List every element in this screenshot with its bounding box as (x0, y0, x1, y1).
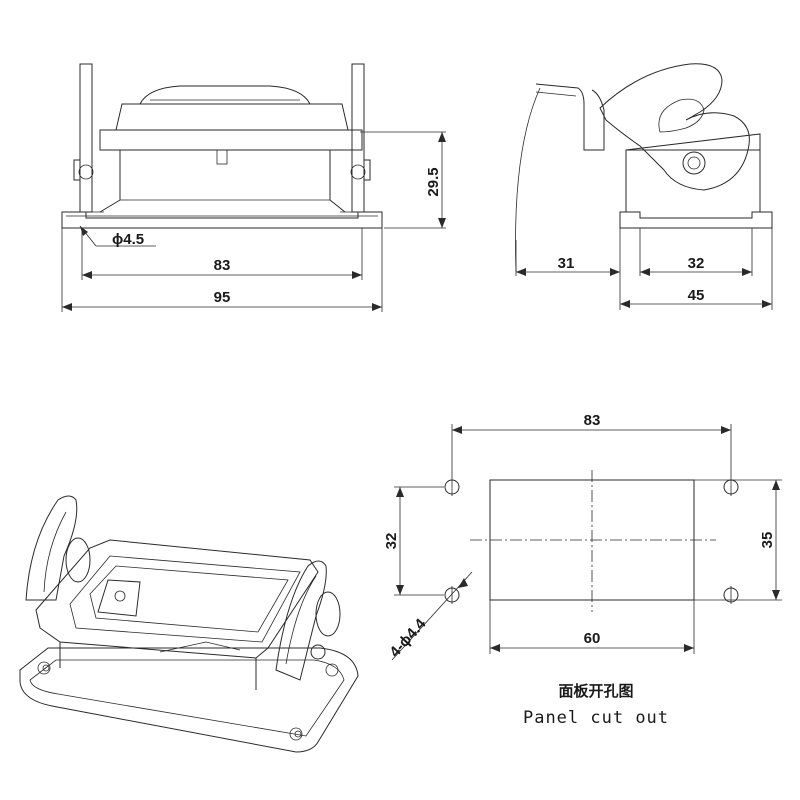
panel-cutout-view: 83 32 35 60 4-ϕ4.4 面板开孔图 Panel cut out (383, 412, 782, 728)
front-top-dome (139, 85, 311, 105)
iso-housing (35, 539, 319, 659)
cutout-height-label: 35 (759, 532, 776, 549)
front-overall-width-label: 95 (214, 289, 231, 306)
front-base-plate (61, 211, 383, 229)
caption-chinese: 面板开孔图 (558, 682, 633, 700)
side-lever-arc (515, 87, 541, 273)
front-view: 29.5 ϕ4.5 83 95 (61, 63, 446, 312)
side-housing-body (625, 149, 761, 212)
front-height-label: 29.5 (425, 167, 442, 196)
cutout-hole-leader (391, 571, 473, 661)
isometric-view (19, 495, 359, 753)
iso-contact-block (97, 579, 141, 617)
iso-left-lever (25, 495, 78, 601)
iso-right-lever (275, 560, 327, 681)
side-base-plate (619, 211, 773, 229)
side-mount-pitch-label: 32 (688, 255, 705, 272)
side-view: 31 32 45 (515, 63, 773, 310)
side-pivot-pin (682, 151, 706, 175)
front-left-lever (79, 63, 93, 213)
side-offset-label: 31 (558, 255, 575, 272)
side-depth-label: 45 (688, 287, 705, 304)
caption-english: Panel cut out (523, 708, 669, 728)
front-inner-width-label: 83 (214, 257, 231, 274)
front-hole-label: ϕ4.5 (112, 231, 144, 248)
cutout-hole-pitch-x-label: 83 (584, 412, 601, 429)
front-center-stud (216, 149, 228, 165)
iso-base-plate (19, 647, 359, 753)
cutout-hole-spec-label: 4-ϕ4.4 (386, 615, 429, 661)
side-lever-hook (599, 63, 750, 191)
cutout-width-label: 60 (584, 630, 601, 647)
cutout-hole-pitch-y-label: 32 (383, 533, 400, 550)
front-housing-body (99, 149, 346, 213)
side-bracket (535, 83, 605, 151)
